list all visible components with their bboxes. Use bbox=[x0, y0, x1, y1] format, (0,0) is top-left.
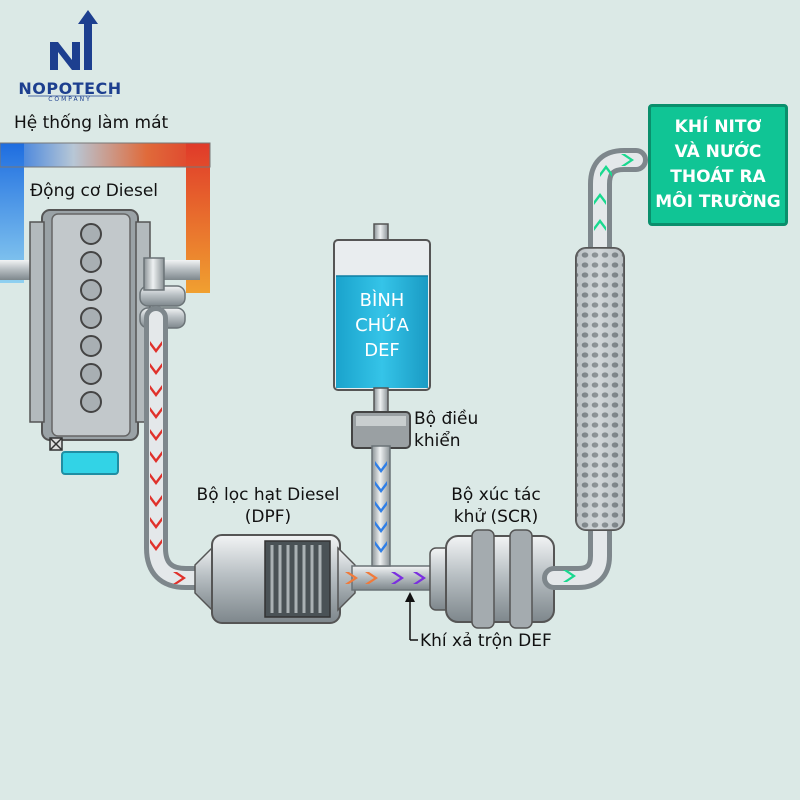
engine-small-part bbox=[49, 437, 63, 451]
engine-sump bbox=[61, 451, 119, 475]
controller-label: Bộ điều khiển bbox=[414, 409, 479, 451]
def-arrow bbox=[375, 521, 387, 533]
flow-arrows bbox=[150, 154, 634, 584]
logo-name: NOPOTECH bbox=[18, 79, 122, 98]
def-arrow bbox=[375, 541, 387, 553]
engine-block bbox=[29, 209, 151, 475]
def-controller bbox=[351, 411, 411, 567]
def-arrow bbox=[375, 461, 387, 473]
nopotech-logo bbox=[28, 10, 112, 97]
scr-catalyst bbox=[429, 529, 555, 629]
exhaust-arrow bbox=[150, 539, 162, 551]
exhaust-arrow bbox=[150, 451, 162, 463]
def-tank-label: BÌNH CHỨA DEF bbox=[355, 290, 409, 361]
mixed-arrow bbox=[391, 572, 404, 584]
clean-arrow bbox=[563, 570, 576, 582]
exhaust-arrow bbox=[150, 407, 162, 419]
def-arrow bbox=[375, 501, 387, 513]
clean-arrow bbox=[594, 219, 606, 231]
exhaust-arrow bbox=[173, 572, 186, 584]
mixed-exhaust-pointer bbox=[405, 592, 418, 641]
cooling-system-label: Hệ thống làm mát bbox=[14, 113, 169, 133]
exhaust-arrow bbox=[150, 495, 162, 507]
dpf-label: Bộ lọc hạt Diesel (DPF) bbox=[196, 485, 340, 527]
def-arrow bbox=[375, 481, 387, 493]
exhaust-arrow bbox=[150, 473, 162, 485]
mixed-arrow bbox=[413, 572, 426, 584]
clean-arrow bbox=[600, 165, 612, 177]
exhaust-arrow bbox=[150, 517, 162, 529]
diesel-engine-label: Động cơ Diesel bbox=[30, 181, 159, 201]
output-box: KHÍ NITƠ VÀ NƯỚC THOÁT RA MÔI TRƯỜNG bbox=[648, 104, 788, 226]
clean-arrow bbox=[621, 154, 634, 166]
mixed-arrow bbox=[365, 572, 378, 584]
logo-tagline: COMPANY bbox=[48, 96, 92, 103]
perforated-muffler bbox=[575, 247, 625, 531]
exhaust-arrow bbox=[150, 341, 162, 353]
mixing-pipe bbox=[351, 565, 443, 591]
exhaust-pipe-engine bbox=[139, 257, 232, 590]
def-tank bbox=[333, 223, 431, 415]
exhaust-arrow bbox=[150, 429, 162, 441]
dpf-filter bbox=[194, 534, 356, 624]
exhaust-arrow bbox=[150, 363, 162, 375]
mixed-exhaust-label: Khí xả trộn DEF bbox=[420, 631, 552, 651]
mixed-arrow bbox=[345, 572, 358, 584]
clean-arrow bbox=[594, 193, 606, 205]
exhaust-arrow bbox=[150, 385, 162, 397]
scr-label: Bộ xúc tác khử (SCR) bbox=[451, 485, 541, 527]
